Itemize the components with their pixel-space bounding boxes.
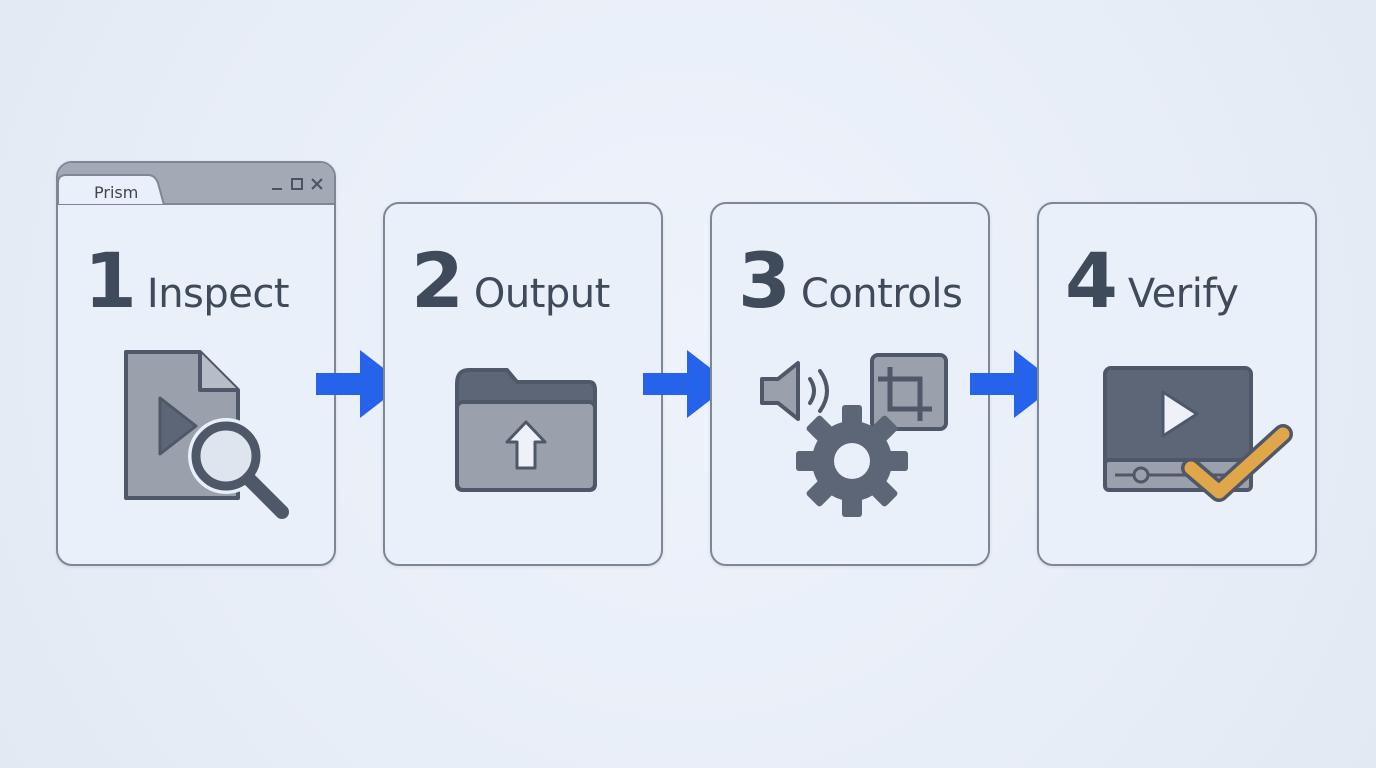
file-search-icon xyxy=(124,350,289,519)
step-card-verify: 4 Verify xyxy=(1037,202,1317,566)
step-heading: 3 Controls xyxy=(738,236,963,325)
maximize-icon[interactable] xyxy=(290,177,304,191)
step-label: Verify xyxy=(1127,271,1239,317)
audio-crop-settings-icon xyxy=(760,353,948,517)
step-number: 1 xyxy=(84,236,137,325)
step-heading: 4 Verify xyxy=(1065,236,1239,325)
minimize-icon[interactable] xyxy=(270,177,284,191)
step-card-controls: 3 Controls xyxy=(710,202,990,566)
arrow-right-icon xyxy=(316,350,404,418)
step-label: Output xyxy=(473,271,610,317)
step-card-inspect: Prism 1 Inspect xyxy=(56,161,336,566)
close-icon[interactable] xyxy=(310,177,324,191)
arrow-right-icon xyxy=(970,350,1058,418)
step-card-output: 2 Output xyxy=(383,202,663,566)
window-titlebar: Prism xyxy=(58,163,334,205)
window-tab-title: Prism xyxy=(94,183,139,202)
step-number: 4 xyxy=(1065,236,1118,325)
step-number: 2 xyxy=(411,236,464,325)
video-check-icon xyxy=(1103,366,1293,502)
step-heading: 2 Output xyxy=(411,243,610,319)
arrow-right-icon xyxy=(643,350,731,418)
folder-upload-icon xyxy=(455,368,597,492)
step-heading: 1 Inspect xyxy=(84,236,290,325)
step-number: 3 xyxy=(738,236,791,325)
step-label: Controls xyxy=(800,271,963,317)
step-label: Inspect xyxy=(146,271,290,317)
window-tab[interactable] xyxy=(58,163,336,205)
